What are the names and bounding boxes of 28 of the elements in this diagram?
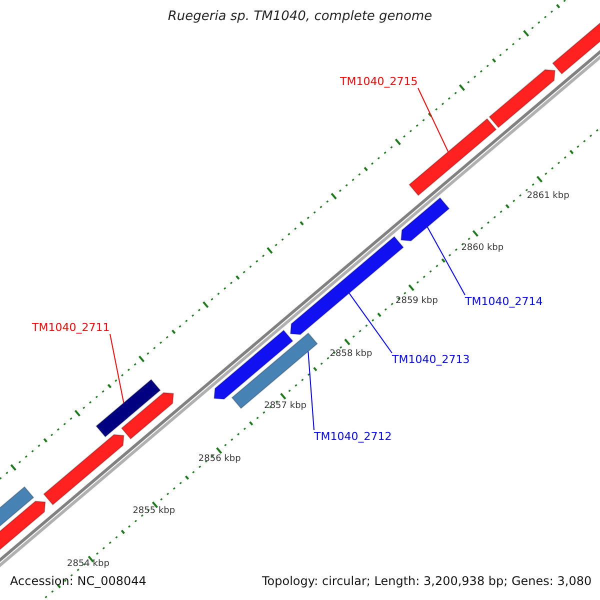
gene-feature-bar — [408, 118, 497, 196]
scale-label: 2861 kbp — [526, 190, 570, 201]
genome-summary-text: Topology: circular; Length: 3,200,938 bp; Genes: 3,080 — [262, 574, 592, 588]
gene-label: TM1040_2715 — [340, 75, 418, 88]
gene-label: TM1040_2714 — [465, 295, 543, 308]
leader-line — [110, 334, 124, 404]
gene-feature-bar — [214, 330, 294, 400]
gene-label: TM1040_2711 — [32, 321, 110, 334]
scale-label: 2859 kbp — [396, 296, 438, 306]
gene-feature-bar — [43, 434, 124, 506]
gene-feature-bar — [231, 332, 318, 410]
accession-text: Accession: NC_008044 — [10, 574, 146, 588]
scale-label: 2857 kbp — [264, 401, 306, 412]
scale-label: 2854 kbp — [67, 559, 110, 569]
gene-feature-bar — [488, 69, 556, 128]
scale-label: 2855 kbp — [132, 506, 176, 516]
leader-line — [418, 88, 449, 152]
leader-line — [348, 292, 392, 354]
scale-label: 2858 kbp — [330, 348, 372, 359]
leader-line — [426, 226, 466, 296]
gene-label: TM1040_2712 — [314, 430, 392, 443]
gene-feature-bar — [96, 378, 161, 438]
scale-label: 2856 kbp — [198, 454, 241, 464]
leader-line — [308, 351, 314, 430]
diagram-title: Ruegeria sp. TM1040, complete genome — [166, 9, 434, 24]
gene-label: TM1040_2713 — [392, 353, 470, 366]
gene-feature-bar — [120, 392, 174, 440]
scale-label: 2860 kbp — [461, 243, 504, 254]
